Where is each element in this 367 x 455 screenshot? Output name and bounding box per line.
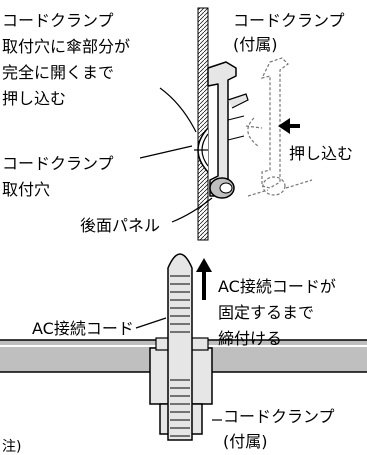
label-push-in: 押し込む — [289, 144, 354, 163]
label-insert-line4: 押し込む — [2, 89, 67, 108]
label-tighten-line1: AC接続コードが — [218, 277, 336, 296]
label-clamp-bottom-line2: (付属) — [223, 432, 268, 451]
cord-clamp-inserted — [207, 61, 249, 199]
label-clamp-hole-line1: コードクランプ — [2, 154, 114, 173]
label-tighten-line3: 締付ける — [218, 329, 283, 348]
tighten-arrow — [196, 258, 212, 300]
leader-lines-top — [139, 87, 213, 223]
leader-lines-bottom — [135, 317, 222, 421]
rear-panel-wall — [197, 7, 209, 241]
cord-clamp-dashed-outline — [245, 57, 313, 197]
label-insert-line1: コードクランプ — [2, 11, 114, 30]
cable-tie-strap — [167, 253, 193, 441]
label-insert-line3: 完全に開くまで — [2, 63, 115, 82]
label-rear-panel: 後面パネル — [80, 216, 161, 235]
label-clamp-top-right-line2: (付属) — [233, 35, 278, 54]
label-insert-line2: 取付穴に傘部分が — [2, 37, 131, 56]
label-clamp-bottom-line1: コードクランプ — [223, 407, 335, 426]
label-tighten-line2: 固定するまで — [218, 303, 315, 322]
push-in-arrow — [278, 118, 300, 134]
label-note: 注) — [2, 439, 22, 455]
label-clamp-hole-line2: 取付穴 — [2, 180, 51, 199]
clamp-hole-umbrella — [194, 127, 209, 173]
label-ac-cord: AC接続コード — [32, 319, 134, 338]
label-clamp-top-right-line1: コードクランプ — [233, 11, 345, 30]
